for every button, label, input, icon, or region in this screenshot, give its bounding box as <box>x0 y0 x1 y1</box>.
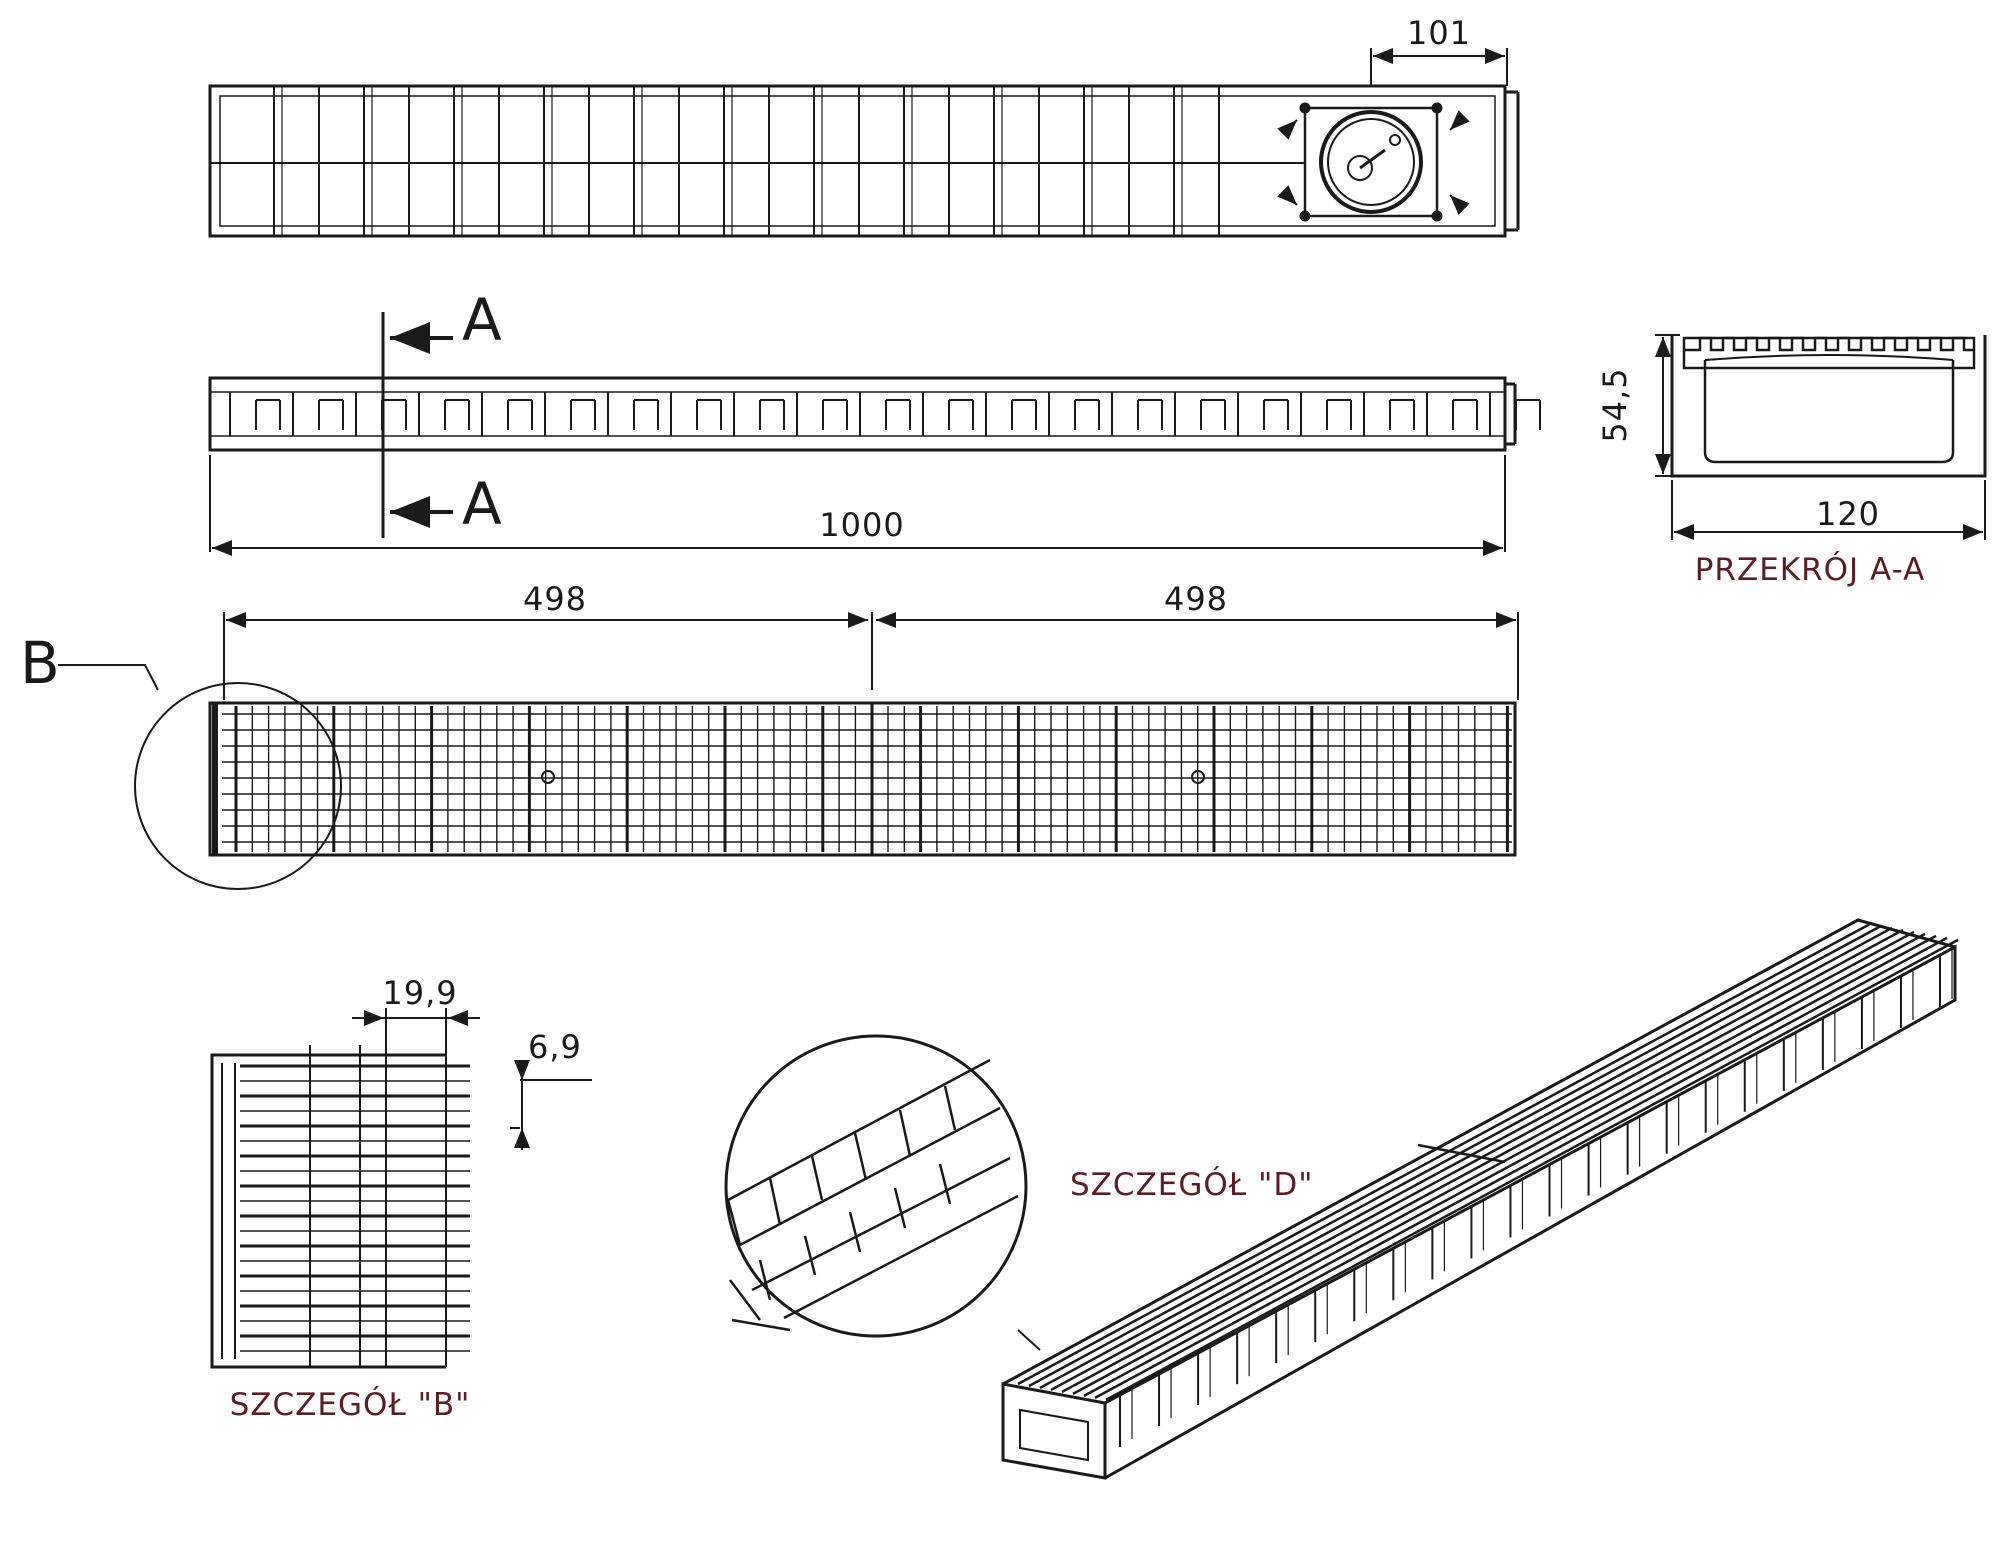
isometric-channel <box>1001 918 1959 1480</box>
detail-d-circle <box>724 1034 1041 1351</box>
dimension-label-101: 101 <box>1407 14 1471 52</box>
dimension-label-6-9: 6,9 <box>528 1028 582 1066</box>
dimension-label-498-right: 498 <box>1164 580 1228 618</box>
detail-b-circle <box>58 664 342 890</box>
dimension-6-9 <box>510 1060 592 1150</box>
dimension-498-pair <box>223 612 1519 700</box>
dimension-54-5 <box>1655 334 1680 477</box>
section-caption: PRZEKRÓJ A-A <box>1695 551 1926 588</box>
side-view <box>208 312 1541 538</box>
detail-d-caption: SZCZEGÓŁ "D" <box>1070 1166 1313 1203</box>
grating-plan-view <box>208 701 1517 857</box>
detail-b-marker: B <box>20 629 60 697</box>
top-view <box>208 84 1520 238</box>
cross-section-a-a <box>1670 335 1987 478</box>
detail-b-caption: SZCZEGÓŁ "B" <box>230 1386 471 1423</box>
dimension-label-19-9: 19,9 <box>382 974 457 1012</box>
dimension-101 <box>1370 48 1508 86</box>
dimension-label-498-left: 498 <box>523 580 587 618</box>
section-marker-a-bottom: A <box>462 470 502 538</box>
dimension-label-54-5: 54,5 <box>1596 367 1634 442</box>
arrow-icon <box>1277 110 1470 215</box>
dimension-label-1000: 1000 <box>819 506 904 544</box>
dimension-1000 <box>209 455 1506 556</box>
dimension-120 <box>1671 480 1986 540</box>
section-marker-a-top: A <box>462 286 502 354</box>
detail-b-view <box>210 1045 470 1369</box>
dimension-label-120: 120 <box>1816 495 1880 533</box>
dimension-19-9 <box>352 1008 480 1060</box>
